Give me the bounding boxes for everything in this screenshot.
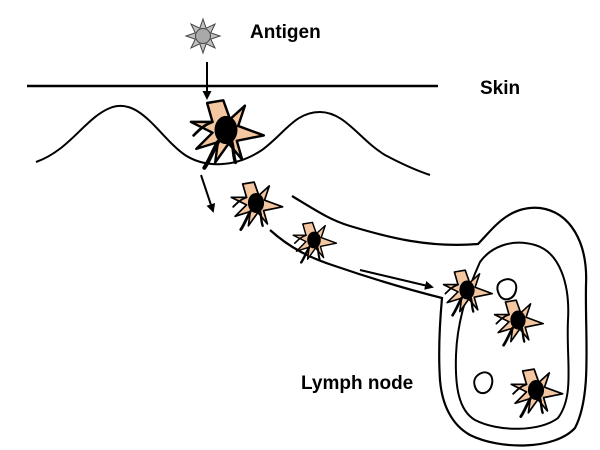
dendritic-cell-icon [191,100,264,168]
lymph-node-cavity [496,278,518,301]
lymph-node-cavity [473,371,494,395]
lymph-node-label: Lymph node [301,373,414,394]
dendritic-cell-icon [493,298,545,347]
lymph-node-inner-outline [454,241,570,430]
dermis-boundary [35,105,431,176]
antigen-label: Antigen [250,22,321,43]
dendritic-cell-icon [292,221,338,264]
arrow-lymphatic-flow [359,269,434,290]
antigen-star-icon [184,17,222,55]
dendritic-cell-icon [229,180,285,232]
arrow-migration-dermis [200,174,216,213]
dendritic-cell-icon [509,367,565,419]
dendritic-cell-icon [442,268,494,317]
lymphatic-vessel-outline [269,195,588,447]
skin-label: Skin [480,78,521,99]
